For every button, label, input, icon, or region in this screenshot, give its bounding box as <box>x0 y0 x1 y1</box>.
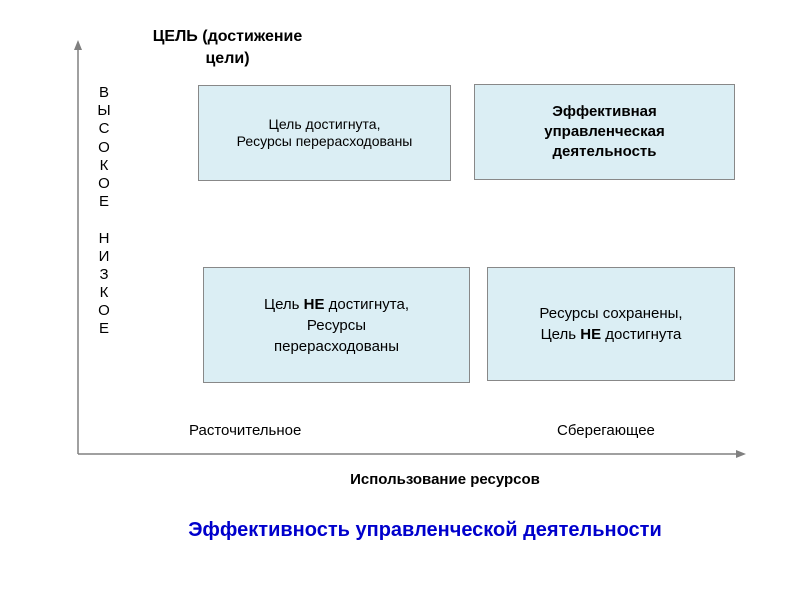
y-low-letter: И <box>98 247 110 265</box>
y-low-letter: З <box>99 265 109 283</box>
quadrant-text: Ресурсы перерасходованы <box>236 133 413 149</box>
quadrant-bottom-left: Цель НЕ достигнута, Ресурсы перерасходов… <box>203 267 470 383</box>
y-letter-gap <box>92 211 116 229</box>
quadrant-text: Эффективная <box>552 103 657 120</box>
x-axis-arrowhead <box>736 450 746 458</box>
quadrant-top-left: Цель достигнута, Ресурсы перерасходованы <box>198 85 451 181</box>
quadrant-text: Ресурсы <box>306 316 367 334</box>
y-axis-title-line2: цели) <box>205 50 250 67</box>
slide-title: Эффективность управленческой деятельност… <box>188 519 662 541</box>
y-high-letter: Ы <box>97 102 111 120</box>
quadrant-text: Цель <box>540 326 581 343</box>
quadrant-emphasis: НЕ <box>580 326 602 343</box>
y-axis-title: ЦЕЛЬ (достижение цели) <box>120 26 335 70</box>
quadrant-bottom-right: Ресурсы сохранены, Цель НЕ достигнута <box>487 267 735 381</box>
quadrant-text: управленческая <box>544 123 665 140</box>
y-axis-vertical-labels: В Ы С О К О Е Н И З К О Е <box>92 84 116 339</box>
quadrant-text: Ресурсы сохранены, <box>539 305 683 322</box>
quadrant-text: перерасходованы <box>274 337 399 355</box>
quadrant-text: деятельность <box>552 143 657 160</box>
x-axis-label-left: Расточительное <box>189 422 302 439</box>
y-low-letter: Н <box>98 229 110 247</box>
quadrant-text: Цель <box>263 295 304 313</box>
quadrant-text-line: Цель НЕ достигнута <box>539 324 682 345</box>
x-axis-title: Использование ресурсов <box>350 471 540 488</box>
quadrant-text: Цель достигнута, <box>268 116 381 132</box>
y-high-letter: О <box>98 138 110 156</box>
y-high-letter: О <box>98 174 110 192</box>
y-axis-arrowhead <box>74 40 82 50</box>
quadrant-text: достигнута, <box>324 295 409 313</box>
y-high-letter: В <box>98 84 109 101</box>
quadrant-text-line: Цель НЕ достигнута, <box>264 294 409 315</box>
y-low-letter: Е <box>98 320 109 338</box>
quadrant-text: достигнута <box>601 326 682 343</box>
y-axis-title-line1: ЦЕЛЬ (достижение <box>152 28 303 45</box>
y-high-letter: К <box>99 156 109 174</box>
quadrant-top-right: Эффективная управленческая деятельность <box>474 84 735 180</box>
y-high-letter: Е <box>98 193 109 211</box>
y-low-letter: К <box>99 284 109 302</box>
y-low-letter: О <box>98 302 110 320</box>
quadrant-emphasis: НЕ <box>303 295 325 313</box>
x-axis-label-right: Сберегающее <box>557 422 655 439</box>
y-high-letter: С <box>98 120 110 138</box>
